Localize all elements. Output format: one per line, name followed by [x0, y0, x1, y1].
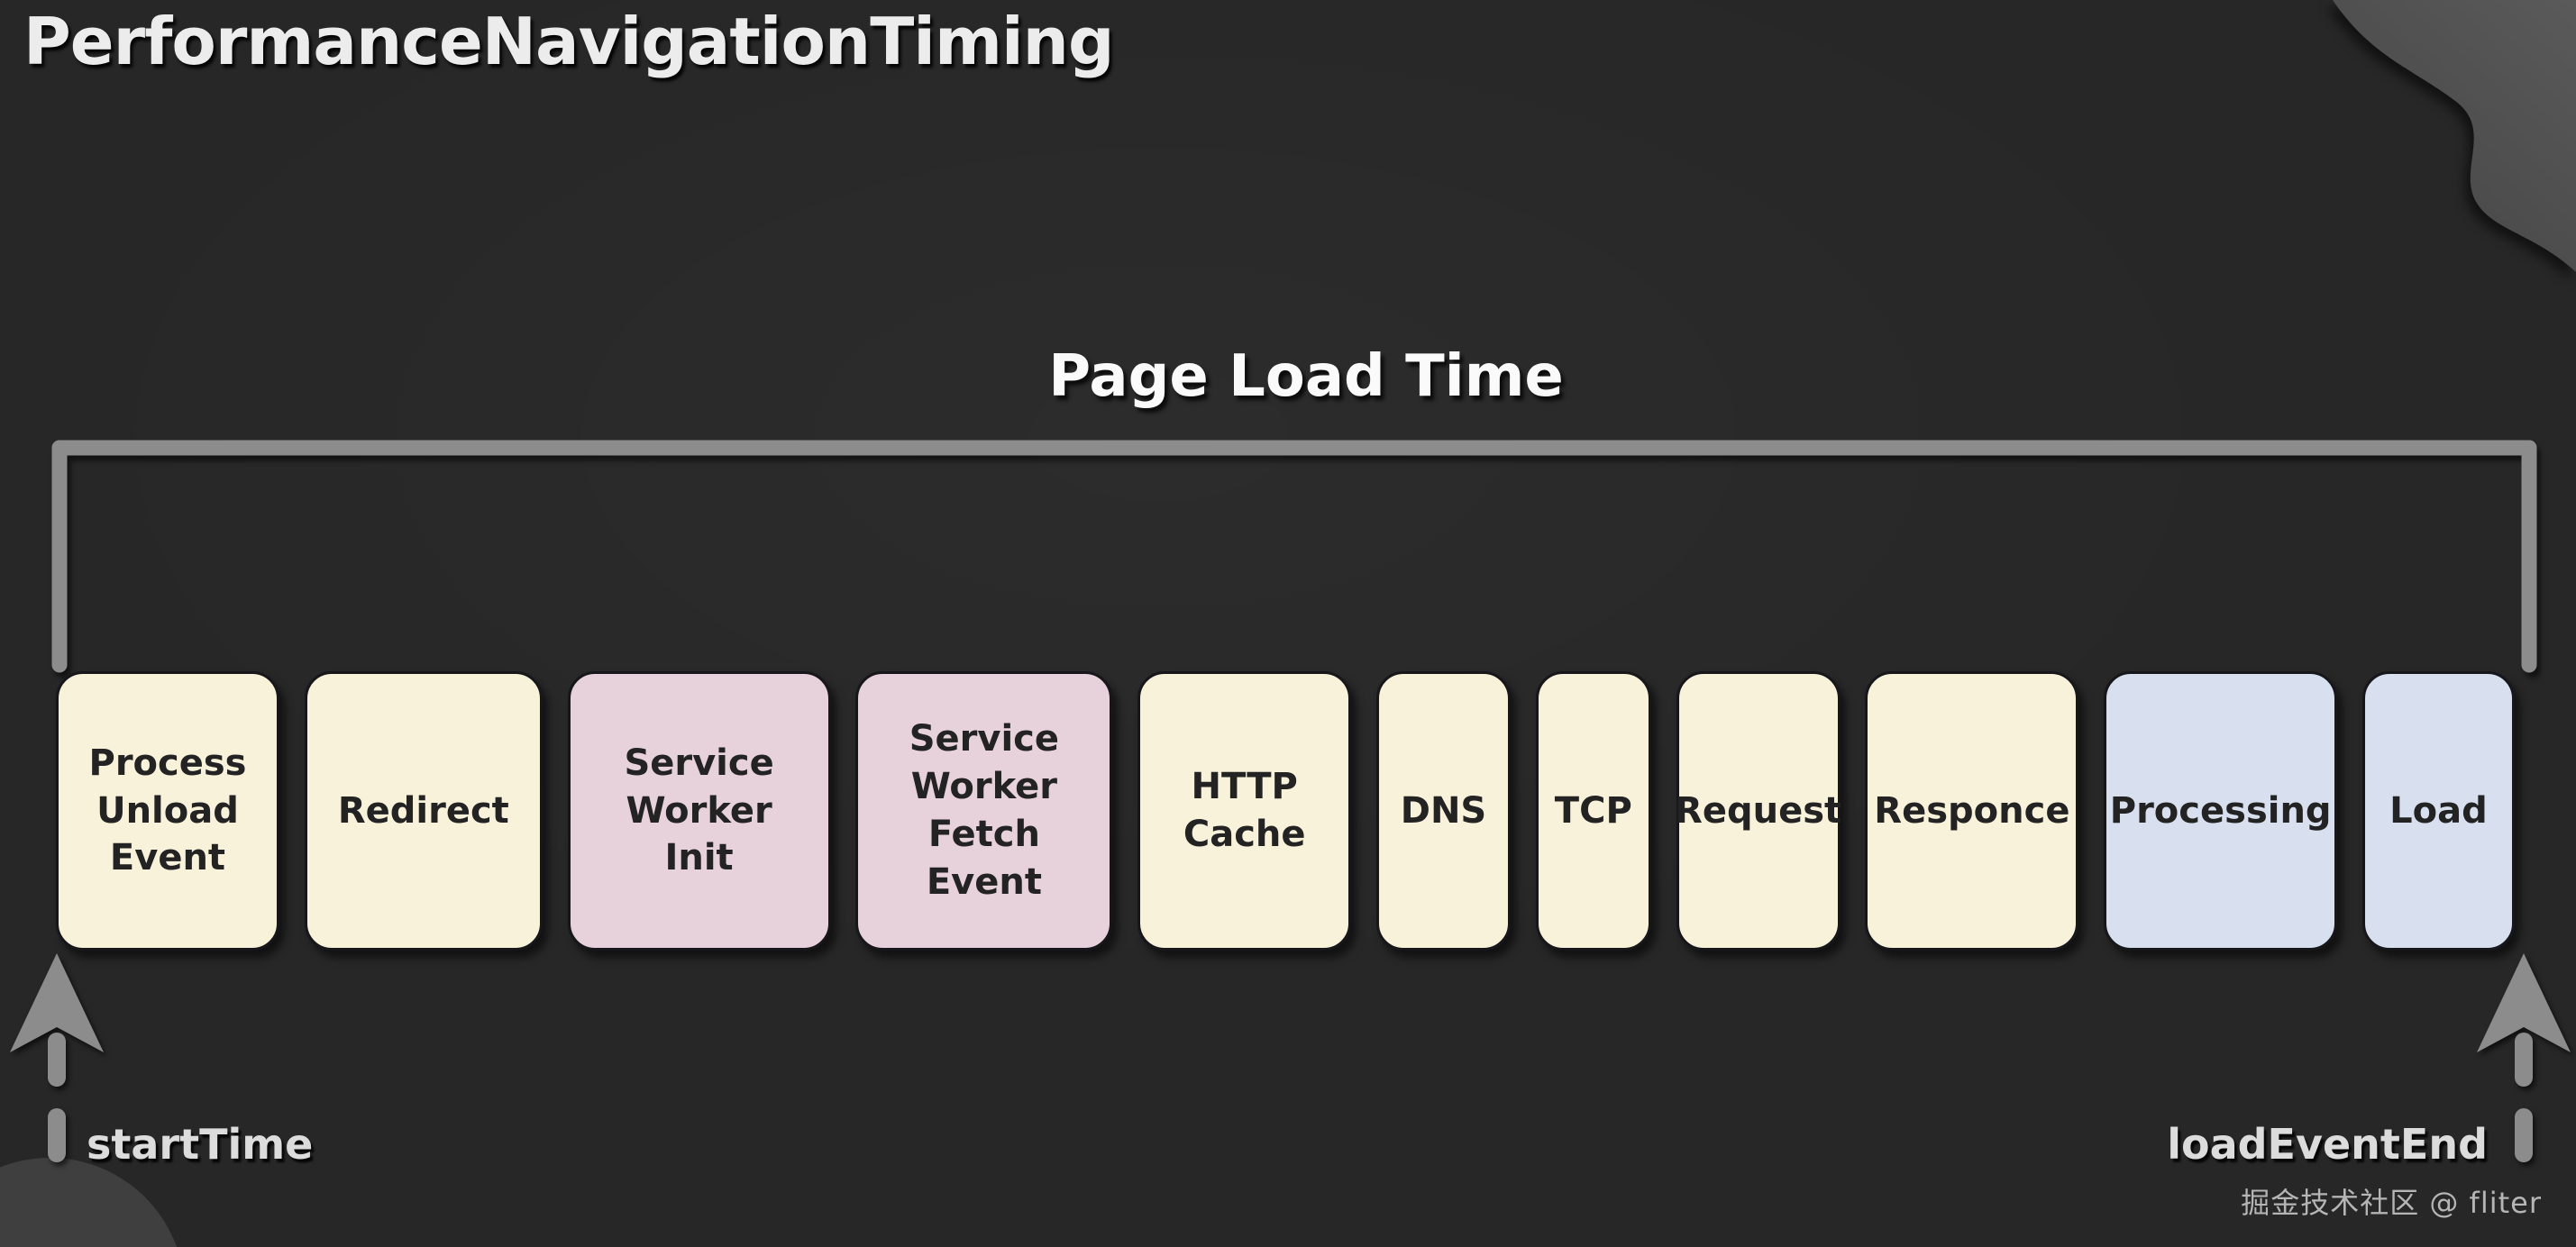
stage-label: Load: [2389, 789, 2488, 832]
stage-label: HTTP Cache: [1183, 766, 1306, 855]
stage-label: Service Worker Fetch Event: [909, 718, 1060, 903]
stage-label: Process Unload Event: [88, 742, 247, 879]
stage-box: Service Worker Init: [567, 671, 831, 951]
end-marker-arrow-icon: [2477, 953, 2571, 1195]
stage-label: TCP: [1554, 789, 1632, 832]
load-event-end-label: loadEventEnd: [2167, 1120, 2488, 1169]
stage-label: Request: [1675, 789, 1842, 832]
watermark: 掘金技术社区 @ fliter: [2241, 1186, 2542, 1220]
stage-label: DNS: [1400, 789, 1487, 832]
start-time-label: startTime: [87, 1120, 314, 1169]
stage-label: Responce: [1874, 789, 2070, 832]
stage-box: Service Worker Fetch Event: [855, 671, 1113, 951]
stage-box: Responce: [1865, 671, 2079, 951]
bracket-label: Page Load Time: [1048, 343, 1564, 410]
start-marker-arrow-icon: [10, 953, 104, 1195]
stage-label: Processing: [2109, 789, 2332, 832]
stage-box: Request: [1675, 671, 1842, 951]
timeline-stages: Process Unload Event Redirect Service Work…: [56, 671, 2515, 951]
stage-label: Service Worker Init: [624, 742, 774, 879]
corner-decoration-top-right: [2333, 0, 2576, 272]
stage-box: Redirect: [304, 671, 543, 951]
stage-box: Processing: [2104, 671, 2338, 951]
stage-box: TCP: [1535, 671, 1651, 951]
stage-box: Load: [2361, 671, 2515, 951]
stage-box: DNS: [1375, 671, 1511, 951]
stage-box: HTTP Cache: [1137, 671, 1352, 951]
stage-box: Process Unload Event: [56, 671, 279, 951]
stage-label: Redirect: [337, 789, 509, 832]
page-title: PerformanceNavigationTiming: [23, 4, 1114, 79]
